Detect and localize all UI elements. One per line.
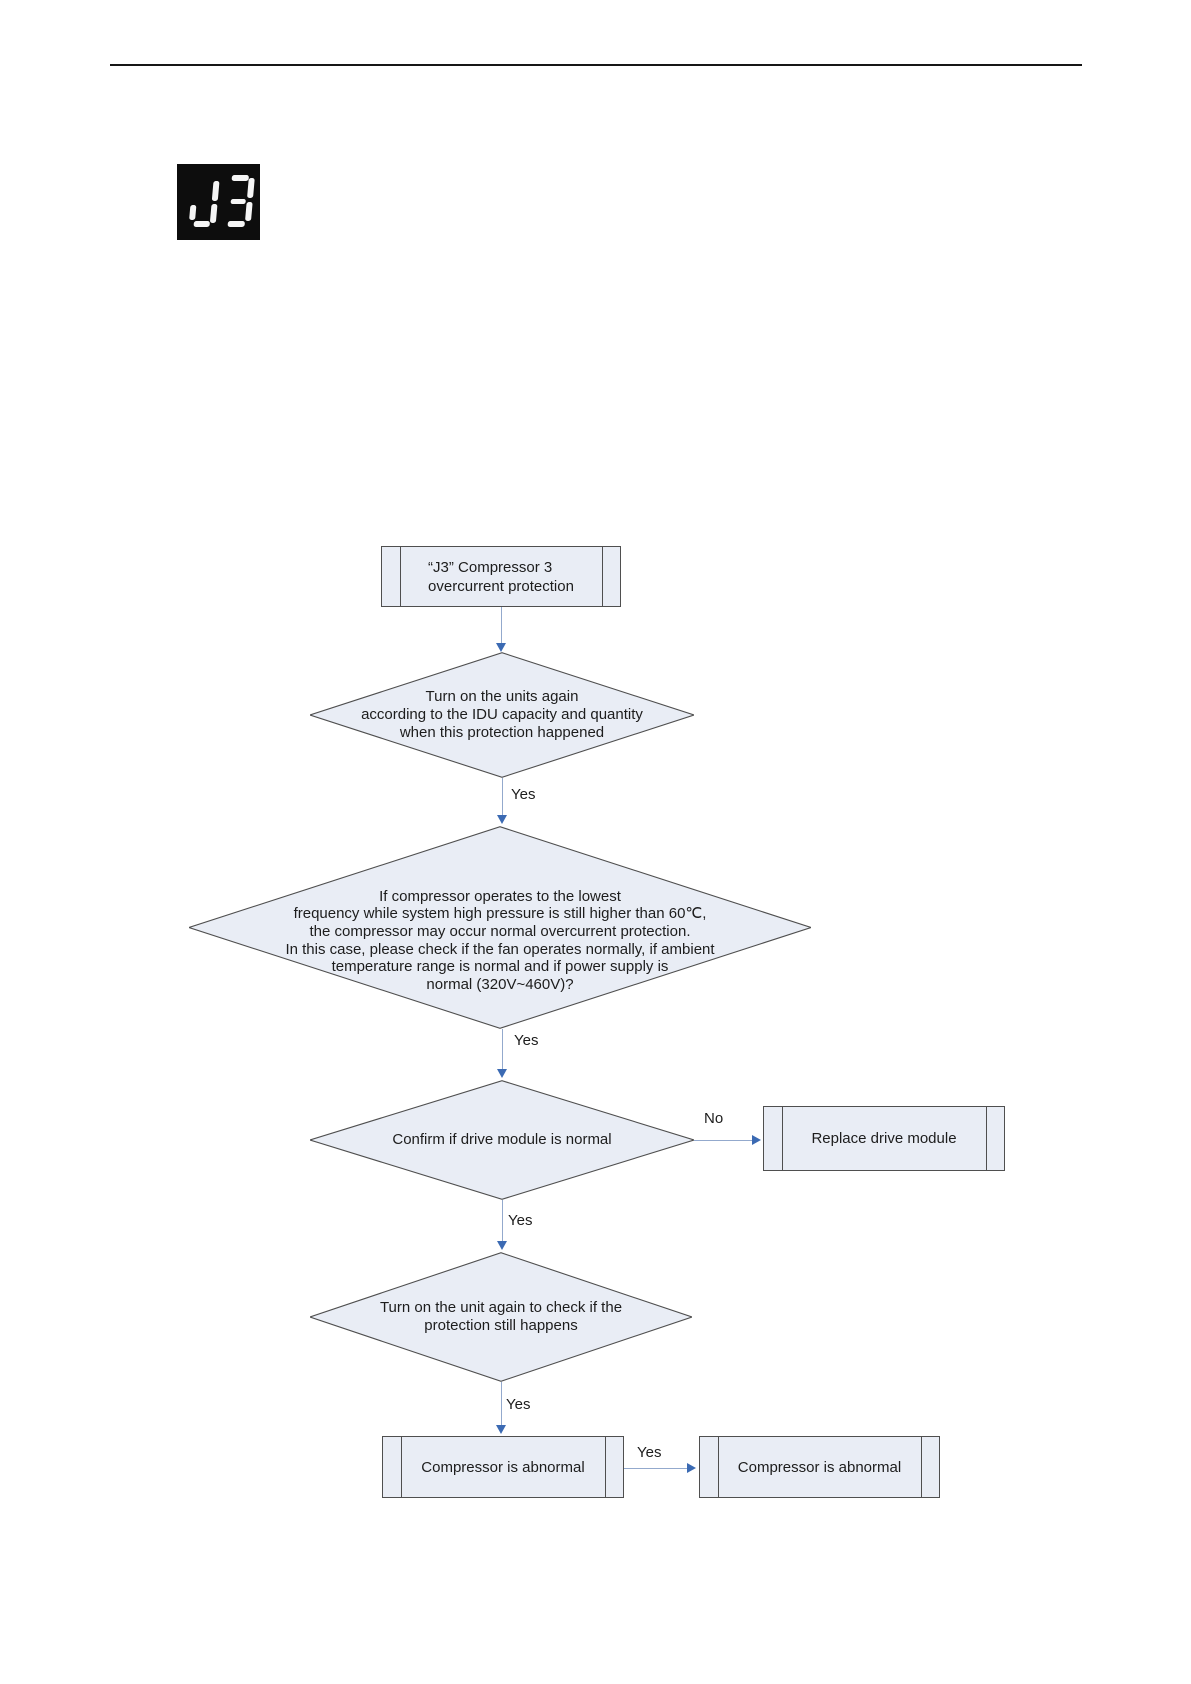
connector-d2-to-d3 [502, 1029, 503, 1070]
flow-decision-drive-module: Confirm if drive module is normal [310, 1080, 694, 1200]
process-bar-left [782, 1107, 783, 1170]
flow-node-start: “J3” Compressor 3 overcurrent protection [381, 546, 621, 607]
branch-label-yes: Yes [637, 1444, 662, 1461]
flow-node-replace-drive-module-label: Replace drive module [811, 1130, 957, 1147]
diamond-shape [189, 826, 811, 1029]
flow-node-compressor-abnormal-left-label: Compressor is abnormal [421, 1458, 585, 1476]
connector-d3-to-d4 [502, 1200, 503, 1242]
arrow-down-icon [496, 643, 506, 652]
arrow-down-icon [497, 1069, 507, 1078]
flow-node-start-label: “J3” Compressor 3 overcurrent protection [428, 558, 574, 595]
flow-decision-drive-module-label: Confirm if drive module is normal [392, 1131, 612, 1148]
seven-segment-j3-icon [177, 164, 260, 240]
process-bar-right [986, 1107, 987, 1170]
arrow-down-icon [497, 1241, 507, 1250]
flow-decision-turn-on-unit-again: Turn on the unit again to check if the p… [310, 1252, 692, 1382]
connector-final-left-to-right [624, 1468, 688, 1469]
branch-label-yes: Yes [511, 786, 536, 803]
arrow-down-icon [497, 815, 507, 824]
diamond-shape [310, 652, 694, 778]
process-bar-left [400, 547, 401, 606]
arrow-right-icon [752, 1135, 761, 1145]
process-bar-right [921, 1437, 922, 1497]
flow-node-compressor-abnormal-right: Compressor is abnormal [699, 1436, 940, 1498]
branch-label-yes: Yes [508, 1212, 533, 1229]
process-bar-right [605, 1437, 606, 1497]
page-top-rule [110, 64, 1082, 66]
flow-node-compressor-abnormal-right-label: Compressor is abnormal [737, 1458, 902, 1476]
branch-label-yes: Yes [514, 1032, 539, 1049]
flow-node-replace-drive-module: Replace drive module [763, 1106, 1005, 1171]
flow-node-compressor-abnormal-left: Compressor is abnormal [382, 1436, 624, 1498]
process-bar-left [401, 1437, 402, 1497]
diamond-shape [310, 1252, 692, 1382]
flow-decision-compressor-lowest-frequency: If compressor operates to the lowest fre… [189, 826, 811, 1029]
connector-d1-to-d2 [502, 778, 503, 816]
flow-decision-compressor-lowest-frequency-label: If compressor operates to the lowest fre… [285, 887, 715, 993]
branch-label-yes: Yes [506, 1396, 531, 1413]
process-bar-left [718, 1437, 719, 1497]
arrow-down-icon [496, 1425, 506, 1434]
error-code-display [177, 164, 260, 240]
connector-start-to-d1 [501, 607, 502, 644]
process-bar-right [602, 547, 603, 606]
arrow-right-icon [687, 1463, 696, 1473]
diamond-shape [310, 1080, 694, 1200]
branch-label-no: No [704, 1110, 724, 1127]
connector-d3-to-replace [694, 1140, 753, 1141]
flow-decision-turn-on-unit-again-label: Turn on the unit again to check if the p… [379, 1299, 623, 1334]
flow-decision-turn-on-units-label: Turn on the units again according to the… [361, 688, 643, 741]
connector-d4-to-final [501, 1382, 502, 1426]
flow-decision-turn-on-units: Turn on the units again according to the… [310, 652, 694, 778]
